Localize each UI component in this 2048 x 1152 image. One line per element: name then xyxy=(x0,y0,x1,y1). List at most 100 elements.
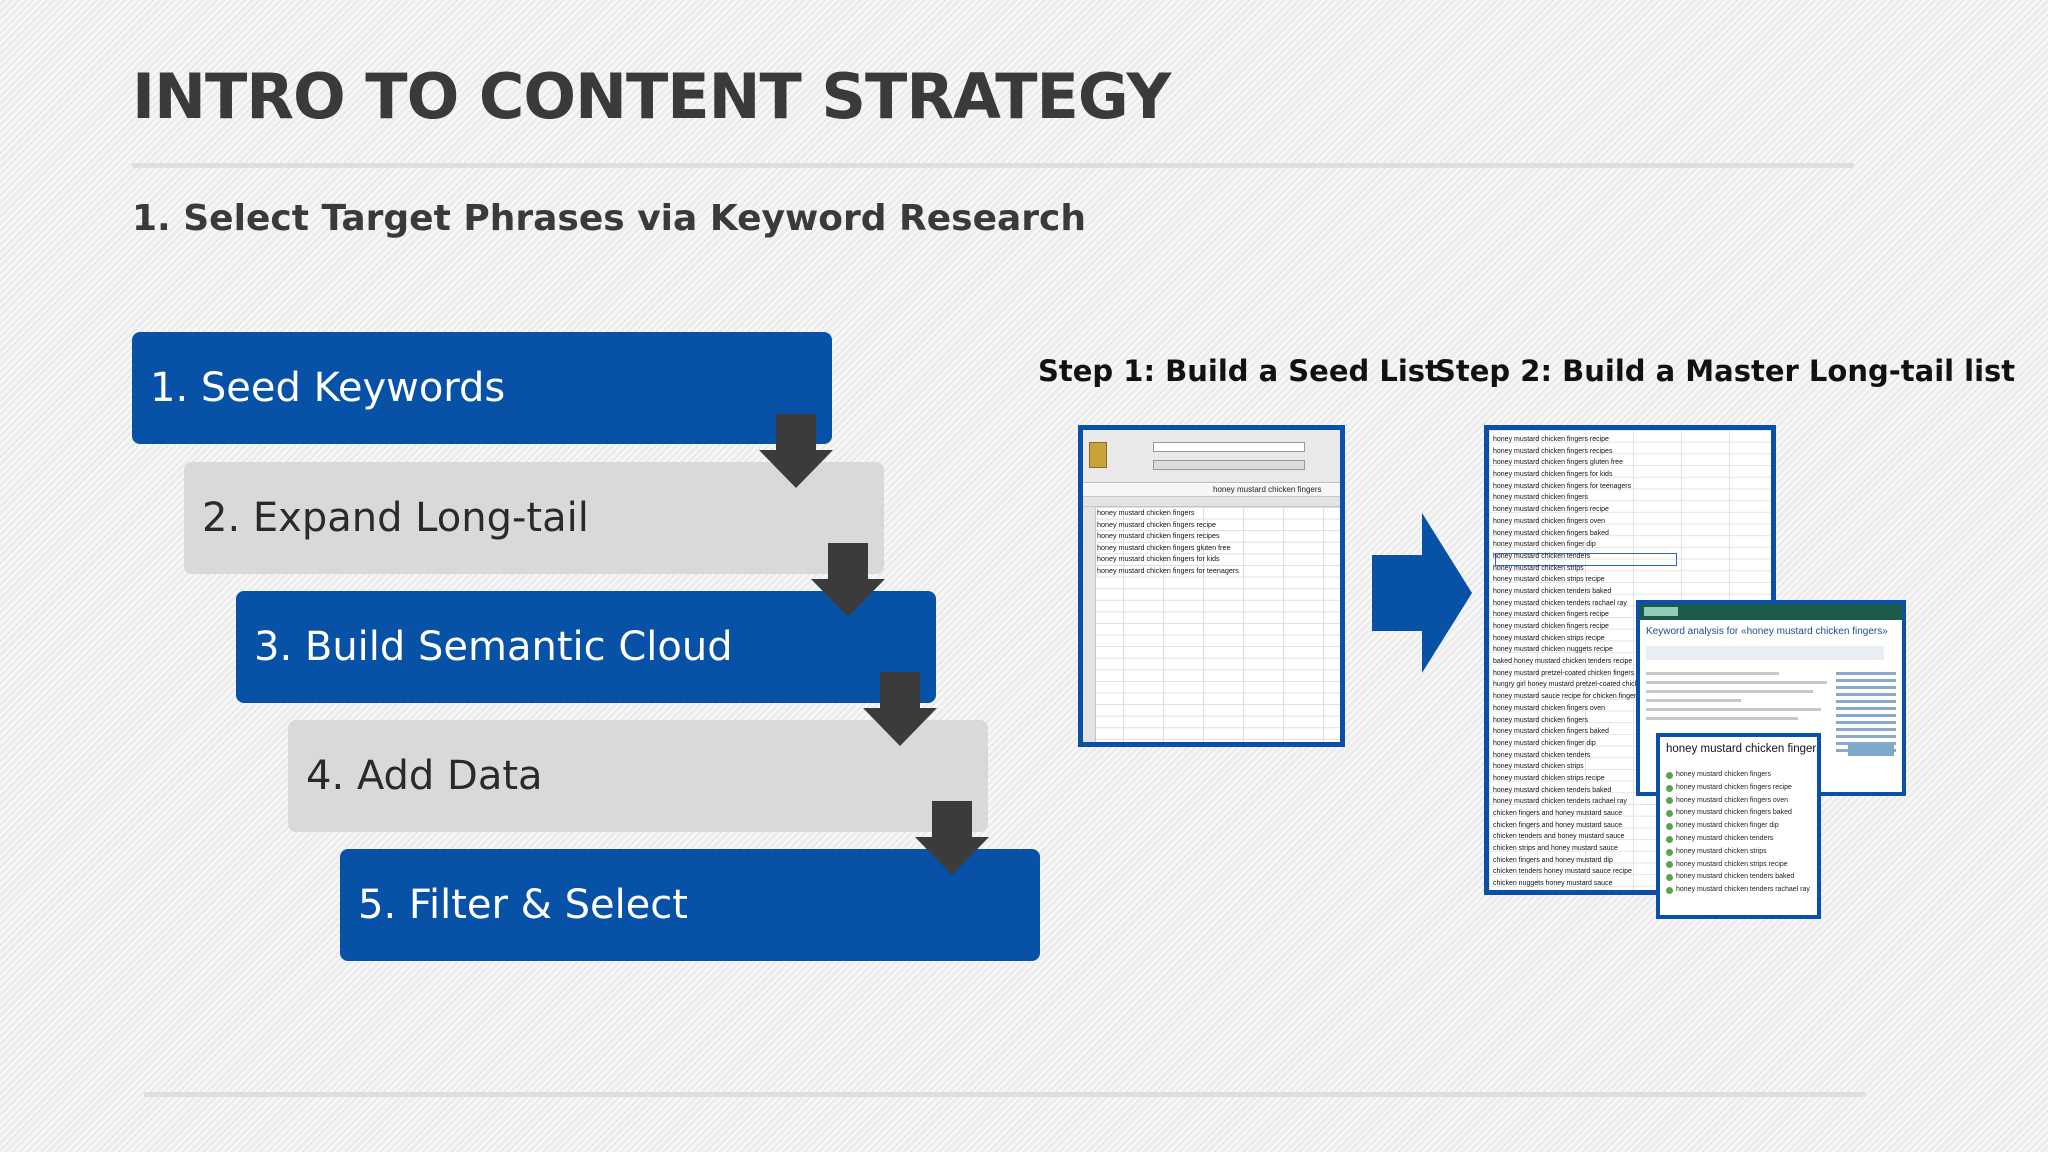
keyword-suggestion-item: honey mustard chicken strips recipe xyxy=(1666,859,1810,872)
process-step-2: 2. Expand Long-tail xyxy=(184,462,884,574)
master-keyword-row: chicken fingers and honey mustard dip xyxy=(1493,856,1613,864)
master-keyword-row: honey mustard chicken tenders xyxy=(1493,552,1591,560)
font-selector xyxy=(1153,442,1305,452)
download-button xyxy=(1848,744,1894,756)
process-step-label: 4. Add Data xyxy=(306,753,543,799)
slide-subtitle: 1. Select Target Phrases via Keyword Res… xyxy=(132,198,1087,239)
spreadsheet-grid xyxy=(1083,507,1340,742)
seed-keyword-row: honey mustard chicken fingers recipes xyxy=(1097,531,1220,541)
keyword-suggestion-item: honey mustard chicken strips xyxy=(1666,846,1810,859)
keyword-suggestion-text: honey mustard chicken fingers baked xyxy=(1676,809,1792,817)
master-keyword-row: honey mustard chicken tenders rachael ra… xyxy=(1493,798,1627,806)
slide-title: INTRO TO CONTENT STRATEGY xyxy=(132,60,1171,133)
check-icon xyxy=(1666,874,1673,882)
master-keyword-row: chicken strips and honey mustard sauce xyxy=(1493,845,1618,853)
master-keyword-row: chicken tenders honey mustard sauce reci… xyxy=(1493,868,1632,876)
step2-heading: Step 2: Build a Master Long-tail list xyxy=(1435,354,2016,388)
keyword-suggestion-text: honey mustard chicken finger dip xyxy=(1676,822,1779,830)
process-step-3: 3. Build Semantic Cloud xyxy=(236,591,936,703)
keyword-suggestion-text: honey mustard chicken tenders rachael ra… xyxy=(1676,886,1810,894)
keyword-suggestion-item: honey mustard chicken tenders rachael ra… xyxy=(1666,884,1810,897)
master-keyword-row: honey mustard chicken tenders xyxy=(1493,751,1591,759)
master-keyword-row: honey mustard chicken strips recipe xyxy=(1493,634,1605,642)
keyword-suggestion-item: honey mustard chicken finger dip xyxy=(1666,820,1810,833)
keyword-suggestion-text: honey mustard chicken tenders xyxy=(1676,834,1774,842)
keyword-suggestion-text: honey mustard chicken tenders baked xyxy=(1676,873,1795,881)
master-keyword-row: honey mustard chicken fingers for kids xyxy=(1493,471,1613,479)
keyword-suggestion-item: honey mustard chicken fingers xyxy=(1666,769,1810,782)
master-keyword-row: baked honey mustard chicken tenders reci… xyxy=(1493,658,1633,666)
keyword-tool-heading: Keyword analysis for «honey mustard chic… xyxy=(1646,626,1888,637)
process-step-label: 5. Filter & Select xyxy=(358,882,688,928)
check-icon xyxy=(1666,784,1673,792)
keyword-suggestion-item: honey mustard chicken tenders baked xyxy=(1666,871,1810,884)
check-icon xyxy=(1666,771,1673,779)
master-keyword-row: honey mustard chicken fingers baked xyxy=(1493,728,1609,736)
master-keyword-row: chicken nuggets honey mustard sauce xyxy=(1493,880,1613,888)
keyword-suggestion-text: honey mustard chicken fingers oven xyxy=(1676,796,1789,804)
process-step-label: 3. Build Semantic Cloud xyxy=(254,624,733,670)
master-keyword-row: honey mustard chicken tenders baked xyxy=(1493,786,1612,794)
master-keyword-row: honey mustard chicken fingers for teenag… xyxy=(1493,482,1632,490)
master-keyword-row: honey mustard chicken fingers recipe xyxy=(1493,611,1609,619)
keyword-suggestion-text: honey mustard chicken strips xyxy=(1676,847,1767,855)
process-step-1: 1. Seed Keywords xyxy=(132,332,832,444)
keyword-suggestions-panel-screenshot: honey mustard chicken fingers honey must… xyxy=(1656,733,1821,919)
formula-bar: honey mustard chicken fingers xyxy=(1083,484,1340,497)
master-keyword-row: honey mustard chicken nuggets recipe xyxy=(1493,646,1613,654)
master-keyword-row: honey mustard chicken fingers xyxy=(1493,716,1588,724)
process-step-label: 1. Seed Keywords xyxy=(150,365,506,411)
seed-list-spreadsheet-screenshot: honey mustard chicken fingers honey must… xyxy=(1078,425,1345,747)
keyword-suggestion-item: honey mustard chicken fingers baked xyxy=(1666,807,1810,820)
master-keyword-row: honey mustard chicken tenders baked xyxy=(1493,587,1612,595)
master-keyword-row: honey mustard chicken strips recipe xyxy=(1493,774,1605,782)
master-keyword-list: honey mustard chicken fingers recipe hone… xyxy=(1493,434,1655,890)
check-icon xyxy=(1666,848,1673,856)
check-icon xyxy=(1666,823,1673,831)
keyword-suggestion-text: honey mustard chicken fingers xyxy=(1676,771,1771,778)
check-icon xyxy=(1666,810,1673,818)
seed-keyword-rows: honey mustard chicken fingers honey must… xyxy=(1097,507,1239,577)
master-keyword-row: honey mustard chicken finger dip xyxy=(1493,739,1596,747)
master-keyword-row: honey mustard chicken fingers oven xyxy=(1493,517,1606,525)
panel-title: honey mustard chicken fingers xyxy=(1666,743,1821,755)
master-keyword-row: honey mustard pretzel-coated chicken fin… xyxy=(1493,669,1656,677)
master-keyword-row: honey mustard chicken fingers gluten fre… xyxy=(1493,459,1623,467)
down-arrow-icon xyxy=(863,672,937,746)
row-numbers xyxy=(1083,507,1096,742)
master-keyword-row: honey mustard chicken fingers recipe xyxy=(1493,506,1609,514)
master-keyword-row: chicken fingers and honey mustard sauce xyxy=(1493,821,1623,829)
master-keyword-row: honey mustard chicken finger dip xyxy=(1493,541,1596,549)
master-keyword-row: honey mustard chicken fingers baked xyxy=(1493,529,1609,537)
seed-keyword-row: honey mustard chicken fingers for kids xyxy=(1097,554,1220,564)
autocomplete-section xyxy=(1646,646,1884,660)
master-keyword-row: honey mustard chicken fingers recipe xyxy=(1493,436,1609,443)
format-toolbar xyxy=(1153,460,1305,470)
down-arrow-icon xyxy=(811,543,885,617)
master-keyword-row: honey mustard chicken strips xyxy=(1493,763,1584,771)
paste-icon xyxy=(1089,442,1107,468)
spreadsheet-ribbon xyxy=(1083,430,1340,483)
master-keyword-row: honey mustard chicken strips recipe xyxy=(1493,576,1605,584)
seed-keyword-row: honey mustard chicken fingers recipe xyxy=(1097,519,1217,529)
master-keyword-row: honey mustard sauce recipe for chicken f… xyxy=(1493,693,1640,701)
footer-divider xyxy=(144,1092,1866,1097)
master-keyword-row: honey mustard chicken fingers oven xyxy=(1493,704,1606,712)
right-arrow-icon xyxy=(1372,513,1472,673)
check-icon xyxy=(1666,835,1673,843)
process-step-4: 4. Add Data xyxy=(288,720,988,832)
process-step-5: 5. Filter & Select xyxy=(340,849,1040,961)
keyword-suggestion-item: honey mustard chicken fingers recipe xyxy=(1666,782,1810,795)
check-icon xyxy=(1666,797,1673,805)
master-keyword-row: hungry girl honey mustard pretzel-coated… xyxy=(1493,681,1646,689)
selected-cell xyxy=(1495,553,1677,566)
master-keyword-row: chicken fingers and honey mustard sauce xyxy=(1493,810,1623,817)
keyword-suggestion-item: honey mustard chicken fingers oven xyxy=(1666,795,1810,808)
down-arrow-icon xyxy=(915,801,989,875)
process-step-label: 2. Expand Long-tail xyxy=(202,495,589,541)
master-keyword-row: honey mustard chicken fingers xyxy=(1493,494,1588,502)
down-arrow-icon xyxy=(759,414,833,488)
title-divider xyxy=(132,163,1854,168)
step1-heading: Step 1: Build a Seed List xyxy=(1038,354,1439,388)
keyword-suggestion-text: honey mustard chicken fingers recipe xyxy=(1676,783,1792,791)
